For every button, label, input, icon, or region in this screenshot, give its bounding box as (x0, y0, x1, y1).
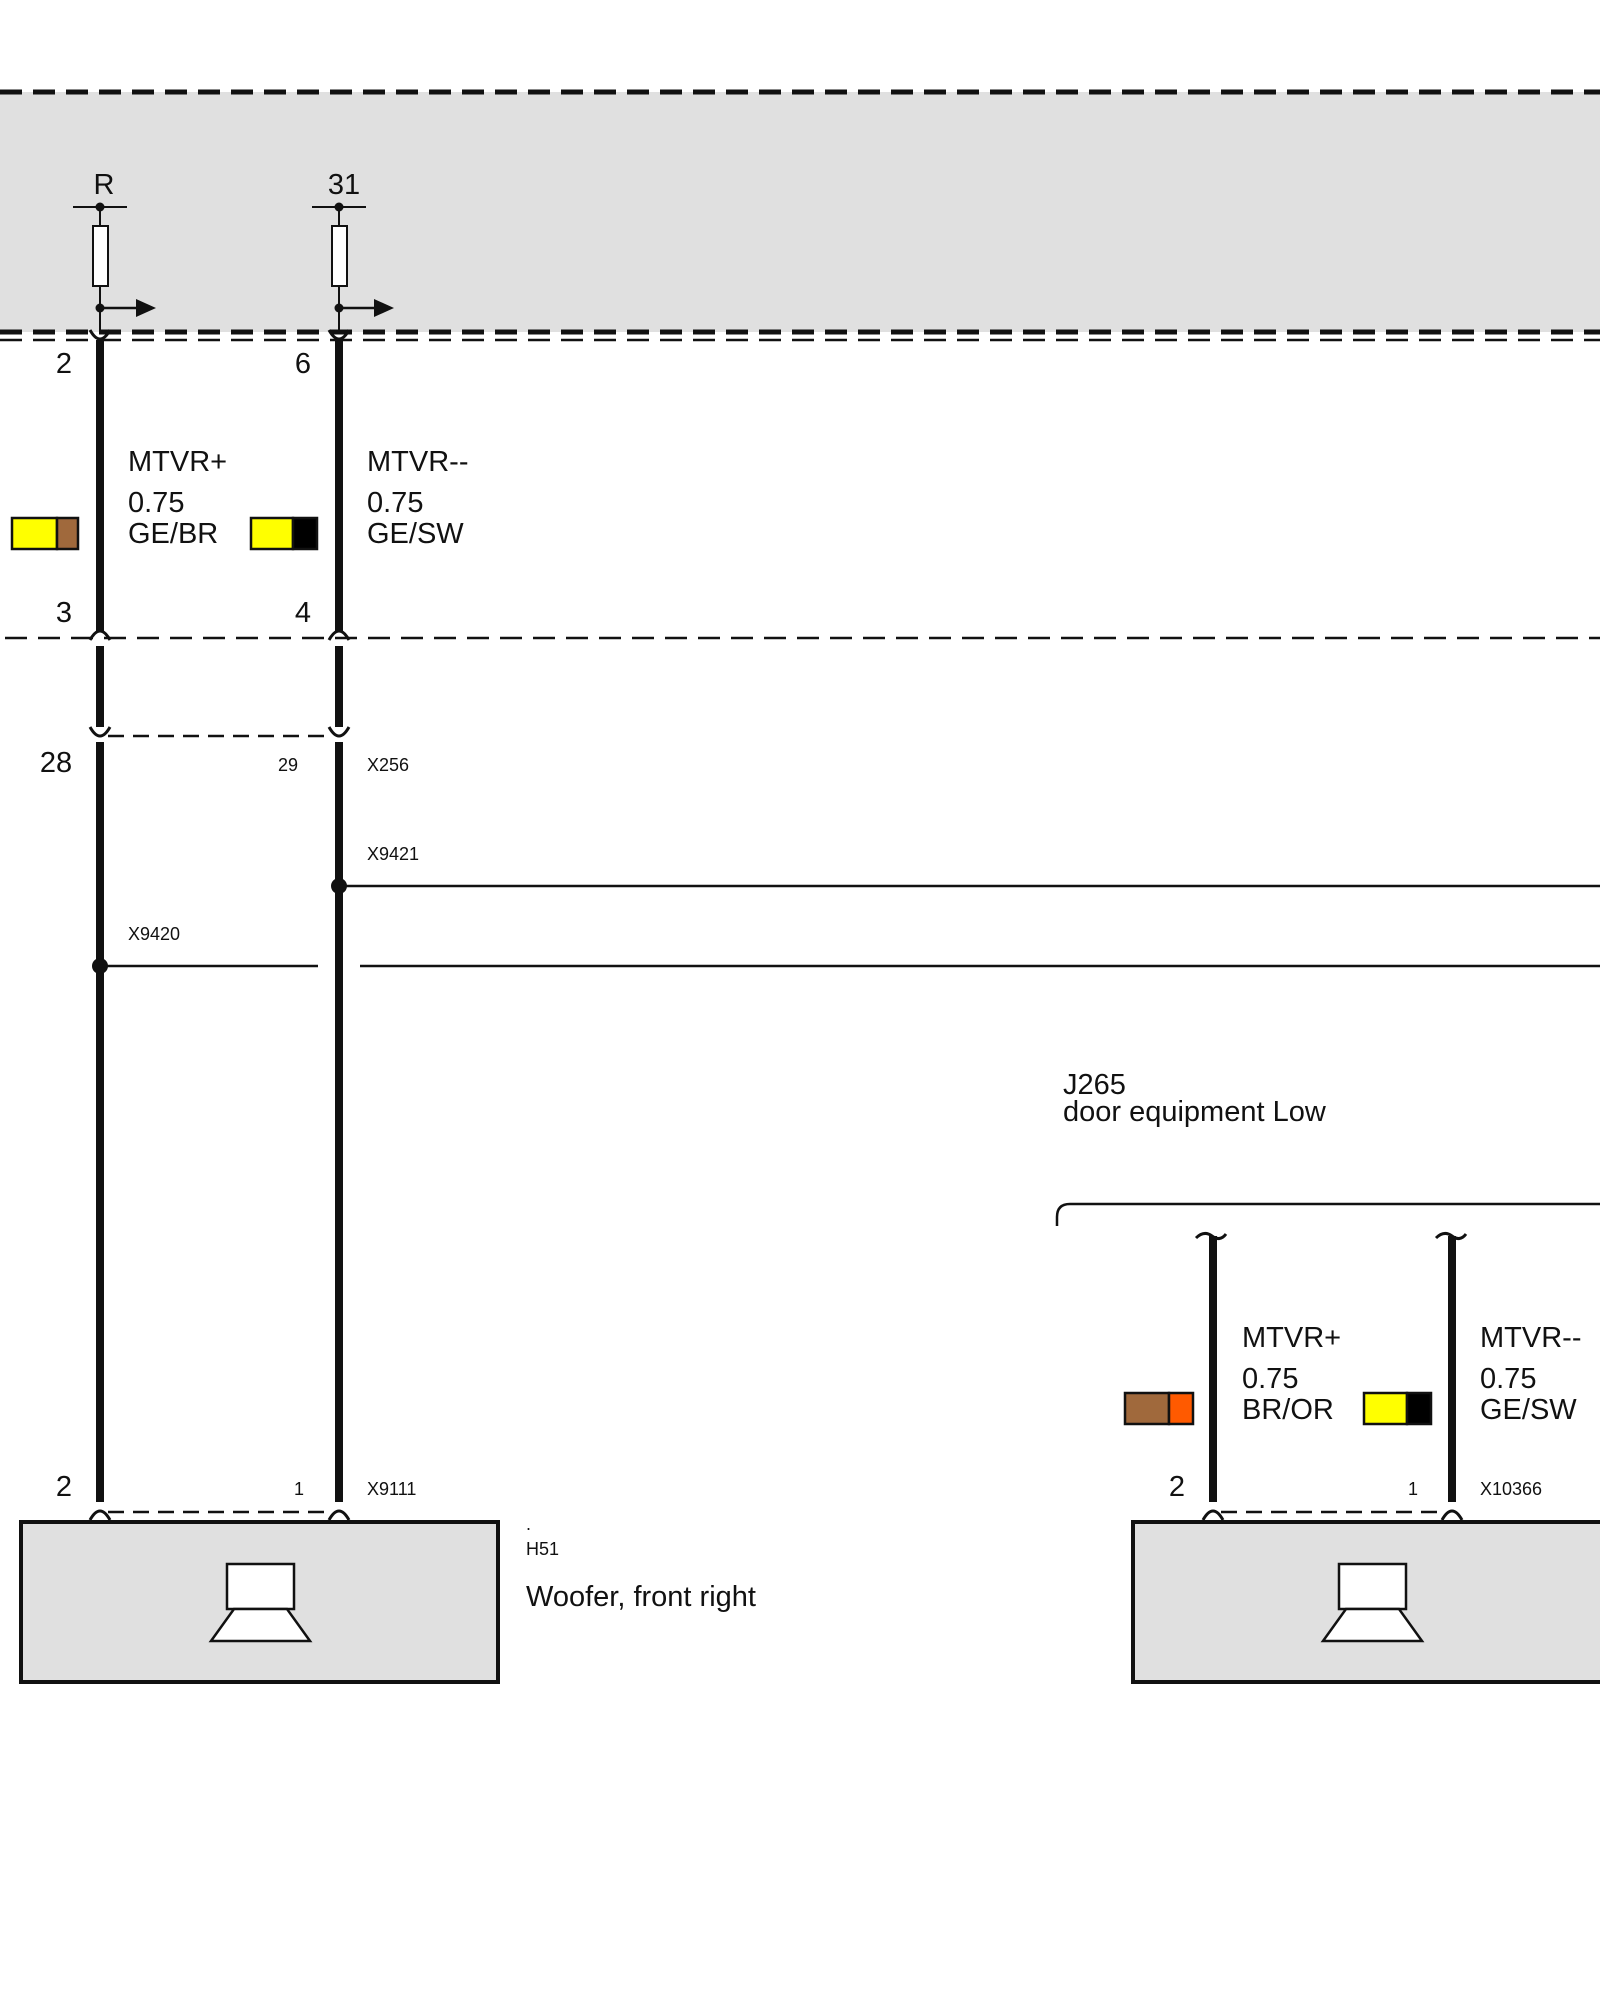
component-h51-name: Woofer, front right (526, 1581, 756, 1613)
wire-j265-right-color-code: GE/SW (1480, 1394, 1577, 1426)
component-h51-id: H51 (526, 1539, 559, 1559)
pin-j265-right-bottom: 1 (1408, 1479, 1418, 1499)
top-module-area (0, 92, 1600, 332)
speaker-icon-right (1320, 1562, 1425, 1643)
wire-j265-right-gauge: 0.75 (1480, 1363, 1536, 1395)
pin-hook-left-top (88, 329, 112, 341)
wire-j265-right-color-swatch (1362, 1391, 1433, 1426)
pin-hook-right-bottom (327, 1509, 351, 1521)
top-pin-left-label: R (94, 169, 115, 201)
component-j265-bracket (1055, 1202, 1600, 1226)
pin-left-mid: 3 (56, 597, 72, 629)
output-stage-left-icon (73, 202, 156, 332)
pin-left-top: 2 (56, 348, 72, 380)
wire-left-signal: MTVR+ (128, 446, 227, 478)
component-j265-name: door equipment Low (1063, 1096, 1327, 1128)
pin-hook-right-top (327, 329, 351, 341)
connector-x256-label: X256 (367, 755, 409, 775)
wire-right-signal: MTVR-- (367, 446, 468, 478)
pin-hook-j265-right (1440, 1509, 1464, 1521)
top-pin-right-label: 31 (328, 169, 360, 201)
connector-x10366-label: X10366 (1480, 1479, 1542, 1499)
splice-x9420-label: X9420 (128, 924, 180, 944)
wire-j265-left-gauge: 0.75 (1242, 1363, 1298, 1395)
splice-x9421-label: X9421 (367, 844, 419, 864)
pin-right-mid: 4 (295, 597, 311, 629)
wire-right-color-code: GE/SW (367, 518, 464, 550)
connector-x9111-label: X9111 (367, 1479, 416, 1499)
output-stage-right-icon (312, 202, 394, 332)
component-h51-dot: . (526, 1514, 531, 1534)
wire-left-color-swatch (10, 516, 80, 551)
pin-left-bottom: 2 (56, 1471, 72, 1503)
wire-j265-left-color-code: BR/OR (1242, 1394, 1334, 1426)
pin-right-top: 6 (295, 348, 311, 380)
wire-left-gauge: 0.75 (128, 487, 184, 519)
pin-right-bottom: 1 (294, 1479, 304, 1499)
pin-hook-right-conn (327, 726, 351, 738)
pin-left-connector: 28 (40, 747, 72, 779)
component-j265-id: J265 (1063, 1069, 1126, 1101)
pin-j265-left-bottom: 2 (1169, 1471, 1185, 1503)
pin-hook-left-bottom (88, 1509, 112, 1521)
wire-right-color-swatch (249, 516, 319, 551)
pin-right-connector: 29 (278, 755, 298, 775)
wire-j265-left-signal: MTVR+ (1242, 1322, 1341, 1354)
wire-j265-right-signal: MTVR-- (1480, 1322, 1581, 1354)
wire-right-gauge: 0.75 (367, 487, 423, 519)
wire-j265-left-color-swatch (1123, 1391, 1195, 1426)
wire-left-color-code: GE/BR (128, 518, 218, 550)
pin-hook-left-conn (88, 726, 112, 738)
pin-hook-j265-left (1201, 1509, 1225, 1521)
speaker-icon (208, 1562, 313, 1643)
